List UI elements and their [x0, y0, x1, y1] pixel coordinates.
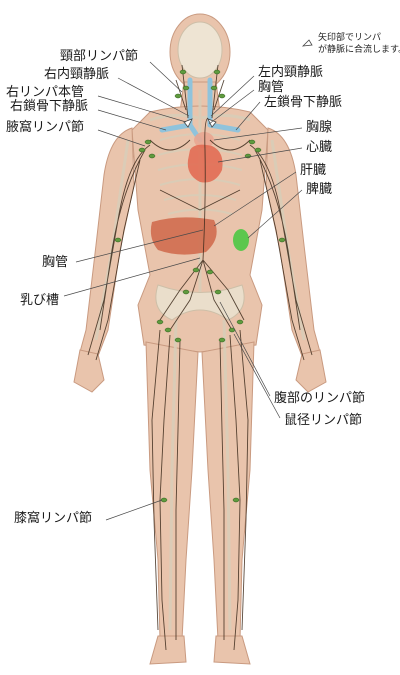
- label-liver: 肝臓: [300, 163, 327, 178]
- veins: [159, 77, 241, 143]
- thoracic-duct: [202, 117, 209, 261]
- inguinal-node: [156, 319, 164, 325]
- leader-thoracic-duct-upper: [208, 89, 255, 125]
- leader-thoracic-duct-lower: [75, 229, 204, 263]
- label-thymus: 胸腺: [306, 120, 333, 135]
- label-left-subclavian: 左鎖骨下静脈: [264, 95, 343, 110]
- junction-note-line2: が静脈に合流します。: [318, 45, 400, 55]
- spleen-organ: [233, 229, 249, 251]
- leader-inguinal-nodes: [233, 333, 281, 419]
- leader-left-subclavian: [235, 101, 261, 131]
- leader-left-internal-jugular: [210, 75, 255, 117]
- axillary-node: [138, 147, 146, 153]
- label-cisterna-chyli: 乳び槽: [20, 293, 60, 308]
- liver-organ: [150, 217, 217, 255]
- leader-spleen: [247, 189, 303, 239]
- cervical-node: [218, 93, 226, 99]
- label-thoracic-duct-upper: 胸管: [258, 80, 285, 95]
- left-leg-vessels: [219, 329, 249, 651]
- note-arrow-icon: [301, 39, 313, 47]
- right-foot: [149, 635, 187, 665]
- label-heart: 心臓: [306, 140, 333, 155]
- cervical-node: [174, 93, 182, 99]
- abdominal-node: [206, 269, 214, 275]
- leader-popliteal-nodes: [105, 499, 163, 521]
- cervical-node: [213, 69, 221, 75]
- leader-right-lymphatic-duct: [97, 95, 187, 123]
- label-thoracic-duct-lower: 胸管: [42, 255, 69, 270]
- cervical-node: [182, 85, 190, 91]
- neck-vessels: [175, 64, 225, 119]
- leg-bones: [168, 319, 232, 631]
- right-leg-vessels: [151, 329, 181, 651]
- leader-liver: [213, 171, 297, 227]
- skull: [177, 21, 223, 79]
- leader-thymus: [213, 127, 303, 141]
- label-cervical-nodes: 頸部リンパ節: [60, 49, 139, 64]
- label-inguinal-nodes: 鼠径リンパ節: [284, 413, 363, 428]
- inguinal-node: [164, 327, 172, 333]
- label-right-internal-jugular: 右内頸静脈: [44, 67, 110, 82]
- right-hand: [73, 349, 105, 393]
- label-spleen: 脾臓: [306, 182, 333, 197]
- abdominal-node: [192, 267, 200, 273]
- leader-cervical-nodes: [149, 61, 183, 93]
- cervical-node: [179, 69, 187, 75]
- popliteal-node: [232, 497, 240, 503]
- thymus-organ: [194, 132, 214, 148]
- leader-heart: [217, 147, 303, 163]
- lymph-nodes: [114, 69, 286, 503]
- abdominal-vessels: [159, 259, 245, 331]
- inguinal-node: [236, 319, 244, 325]
- axillary-node: [148, 153, 156, 159]
- leader-right-internal-jugular: [117, 77, 190, 117]
- left-subclavian-vein: [207, 122, 241, 133]
- leader-cisterna-chyli: [63, 257, 201, 297]
- right-junction-arrow-icon: [183, 118, 193, 128]
- label-left-internal-jugular: 左内頸静脈: [258, 65, 324, 80]
- axillary-node: [144, 139, 152, 145]
- leader-right-subclavian: [97, 109, 167, 131]
- cervical-node: [210, 85, 218, 91]
- left-hand: [295, 349, 327, 393]
- abdominal-node: [214, 289, 222, 295]
- axillary-node: [254, 147, 262, 153]
- label-right-lymphatic-duct: 右リンパ本管: [6, 85, 85, 100]
- label-right-subclavian: 右鎖骨下静脈: [10, 99, 89, 114]
- left-foot: [213, 635, 251, 665]
- junction-note-line1: 矢印部でリンパ: [318, 33, 382, 43]
- label-axillary-nodes: 腋窩リンパ節: [6, 120, 85, 135]
- elbow-node: [114, 237, 122, 243]
- inguinal-node: [174, 337, 182, 343]
- elbow-node: [278, 237, 286, 243]
- leader-lines: [63, 61, 303, 521]
- leader-axillary-nodes: [97, 129, 146, 147]
- inguinal-node: [218, 337, 226, 343]
- label-popliteal-nodes: 膝窩リンパ節: [14, 511, 93, 526]
- torso-vessels: [149, 139, 251, 211]
- leader-abdominal-nodes: [219, 301, 271, 397]
- right-subclavian-vein: [159, 122, 193, 133]
- abdominal-node: [182, 289, 190, 295]
- label-abdominal-nodes: 腹部のリンパ節: [274, 391, 366, 406]
- axillary-node: [248, 139, 256, 145]
